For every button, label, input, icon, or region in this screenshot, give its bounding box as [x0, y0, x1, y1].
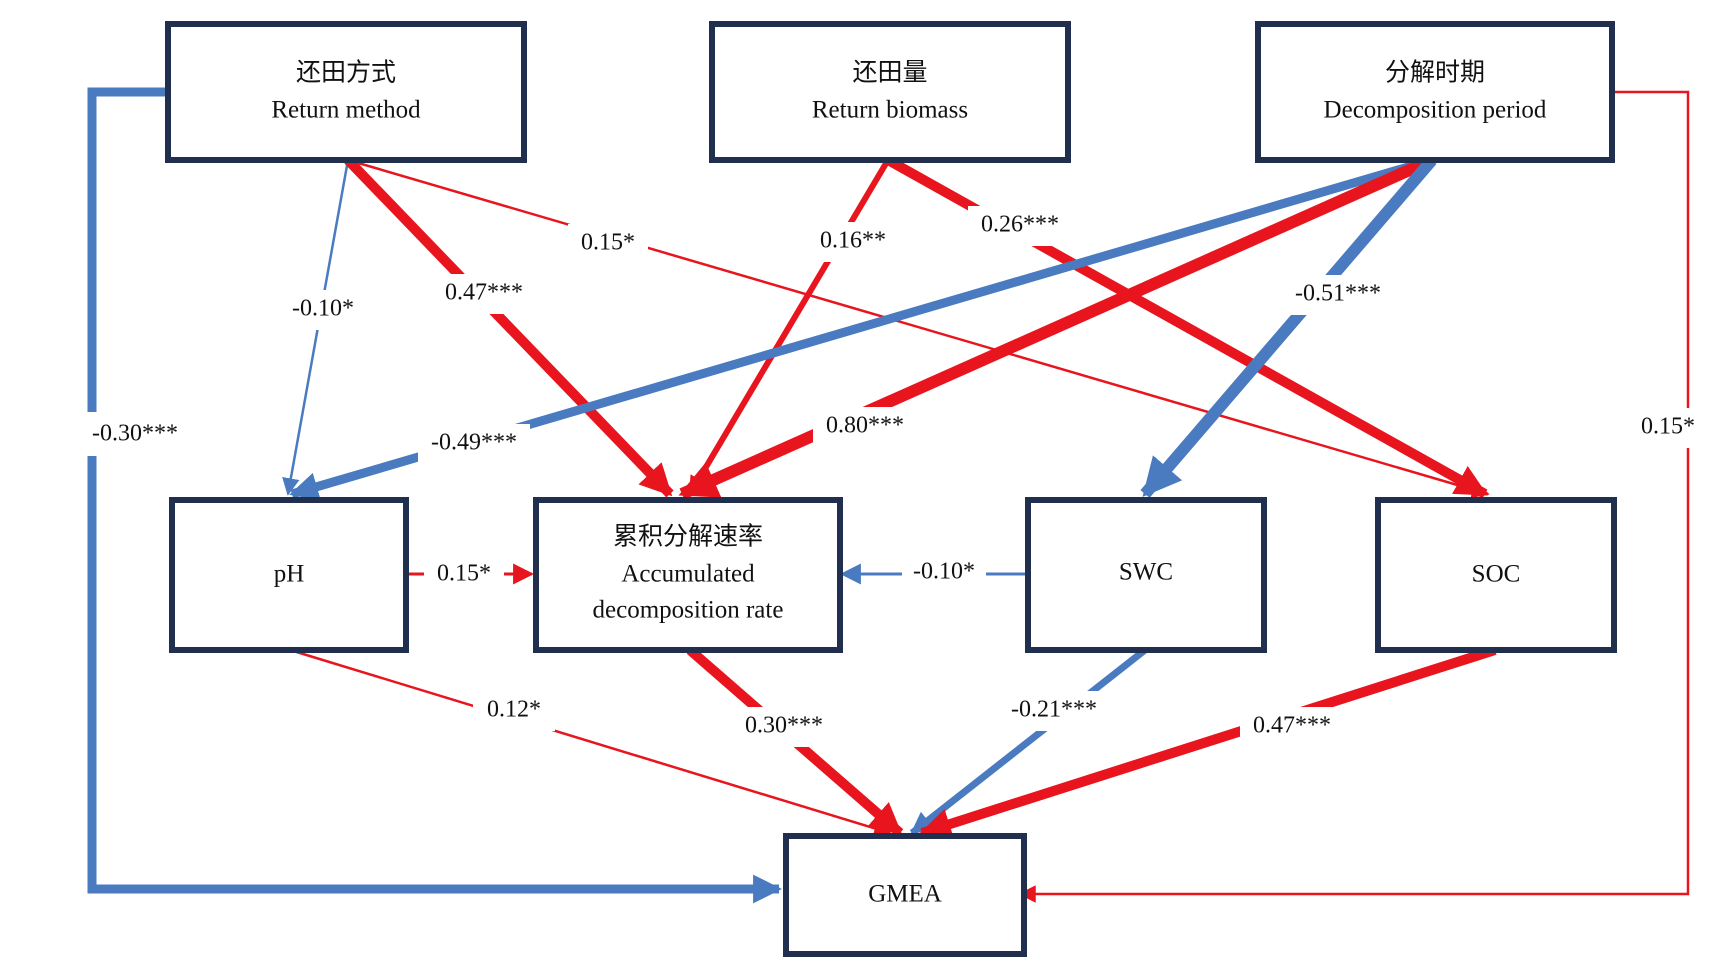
coef-decomp-period-to-swc: -0.51*** [1282, 275, 1394, 315]
path-ph-to-gmea [289, 648, 892, 837]
coef-decomp-period-to-acc-rate: 0.80*** [813, 407, 917, 447]
svg-text:0.47***: 0.47*** [445, 280, 523, 306]
node-soc-label: SOC [1472, 561, 1521, 588]
node-return-method: 还田方式 Return method [165, 21, 527, 163]
node-swc-label: SWC [1119, 559, 1173, 586]
paths-layer [87, 87, 1690, 904]
svg-text:0.12*: 0.12* [487, 697, 541, 723]
coef-return-biomass-to-soc: 0.26*** [968, 206, 1072, 246]
node-return-biomass-zh: 还田量 [852, 59, 927, 87]
node-decomp-period-en: Decomposition period [1324, 97, 1547, 124]
path-soc-to-gmea [918, 645, 1497, 840]
coef-return-biomass-to-acc-rate: 0.16** [808, 222, 898, 262]
coef-swc-to-acc-rate: -0.10* [902, 553, 986, 593]
svg-text:0.15*: 0.15* [437, 561, 491, 587]
node-decomposition-period: 分解时期 Decomposition period [1255, 21, 1615, 163]
node-gmea-label: GMEA [868, 881, 942, 908]
path-swc-to-gmea [909, 647, 1148, 836]
coef-decomp-period-to-gmea: 0.15* [1628, 408, 1708, 448]
node-accumulated-decomposition-rate: 累积分解速率 Accumulated decomposition rate [533, 497, 843, 653]
node-acc-rate-en1: Accumulated [621, 561, 755, 588]
node-return-method-en: Return method [271, 97, 421, 124]
path-return-method-to-acc-rate [344, 156, 674, 498]
node-swc: SWC [1025, 497, 1267, 653]
svg-text:0.30***: 0.30*** [745, 713, 823, 739]
svg-text:0.16**: 0.16** [820, 228, 886, 254]
svg-text:0.15*: 0.15* [581, 230, 635, 256]
node-ph: pH [169, 497, 409, 653]
path-return-biomass-to-acc-rate [687, 158, 891, 496]
svg-text:-0.10*: -0.10* [913, 559, 975, 585]
node-acc-rate-zh: 累积分解速率 [613, 523, 763, 551]
svg-text:-0.30***: -0.30*** [92, 421, 178, 447]
coef-soc-to-gmea: 0.47*** [1240, 707, 1344, 747]
svg-text:0.80***: 0.80*** [826, 413, 904, 439]
svg-text:-0.21***: -0.21*** [1011, 697, 1097, 723]
coef-return-method-to-acc-rate: 0.47*** [432, 274, 536, 314]
node-acc-rate-en2: decomposition rate [593, 597, 784, 624]
coefficient-labels: -0.30*** -0.10* 0.47*** 0.15* 0.16** 0.2… [80, 206, 1708, 747]
svg-text:0.15*: 0.15* [1641, 414, 1695, 440]
coef-return-method-to-ph: -0.10* [283, 290, 363, 330]
coef-swc-to-gmea: -0.21*** [998, 691, 1110, 731]
svg-text:0.26***: 0.26*** [981, 212, 1059, 238]
coef-return-method-to-soc: 0.15* [568, 224, 648, 264]
svg-text:-0.51***: -0.51*** [1295, 281, 1381, 307]
node-gmea: GMEA [783, 833, 1027, 957]
node-soc: SOC [1375, 497, 1617, 653]
path-decomp-period-to-swc [1140, 156, 1437, 498]
coef-ph-to-gmea: 0.12* [473, 691, 555, 731]
coef-return-method-to-gmea: -0.30*** [80, 412, 188, 456]
svg-text:0.47***: 0.47*** [1253, 713, 1331, 739]
path-decomp-period-to-acc-rate [678, 154, 1435, 500]
svg-text:-0.49***: -0.49*** [431, 430, 517, 456]
node-decomp-period-zh: 分解时期 [1385, 59, 1485, 87]
path-return-method-to-gmea [87, 87, 782, 904]
node-return-method-zh: 还田方式 [296, 59, 396, 87]
coef-decomp-period-to-ph: -0.49*** [418, 424, 530, 464]
node-return-biomass-en: Return biomass [812, 97, 968, 124]
coef-ph-to-acc-rate: 0.15* [424, 555, 504, 595]
node-ph-label: pH [274, 561, 305, 588]
path-return-method-to-soc [347, 158, 1490, 498]
coef-acc-rate-to-gmea: 0.30*** [732, 707, 836, 747]
path-decomp-period-to-gmea [1018, 90, 1690, 903]
svg-text:-0.10*: -0.10* [292, 296, 354, 322]
node-return-biomass: 还田量 Return biomass [709, 21, 1071, 163]
